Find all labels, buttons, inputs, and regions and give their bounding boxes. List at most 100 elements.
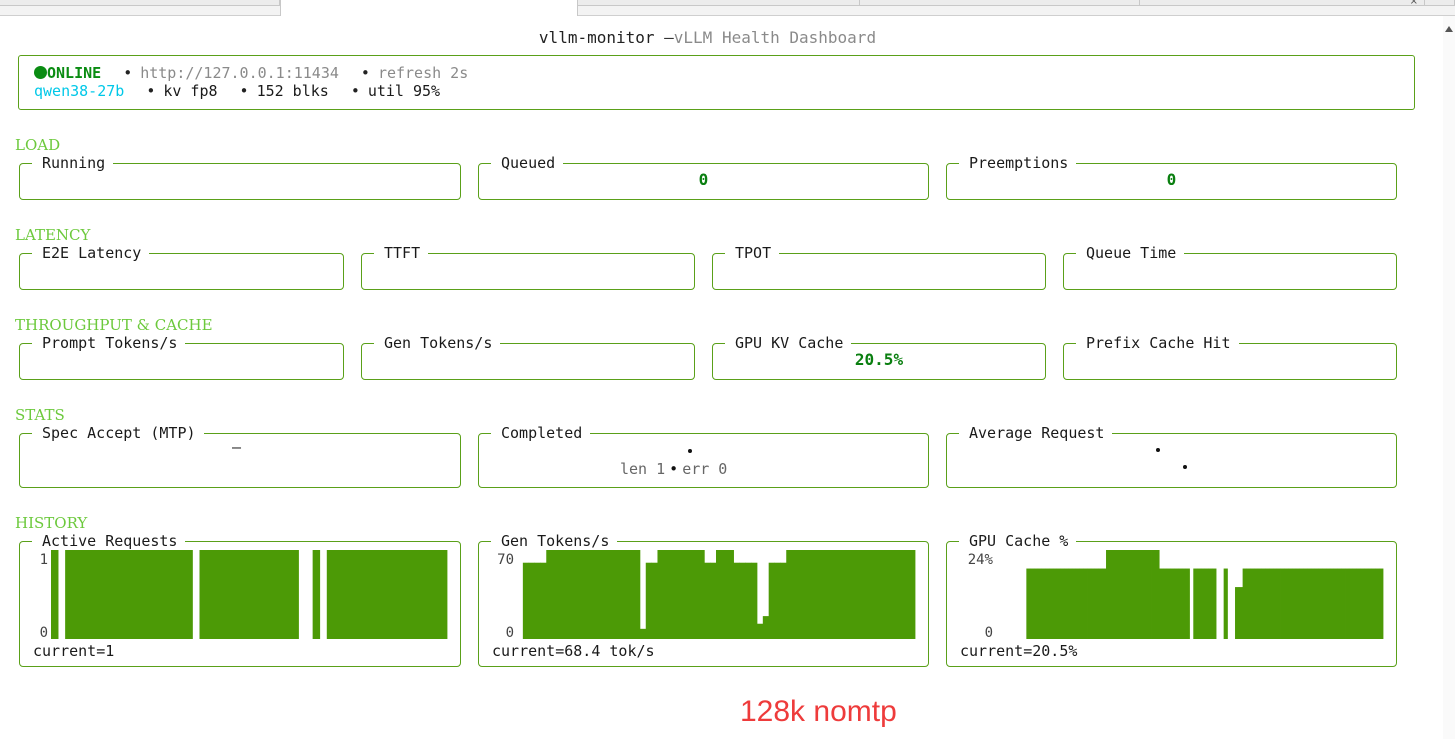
history-bar xyxy=(362,550,370,639)
dot-icon xyxy=(1156,448,1160,452)
history-bar xyxy=(185,550,193,639)
history-bar xyxy=(874,550,881,639)
history-bar xyxy=(404,550,413,639)
history-bar xyxy=(540,562,547,639)
y-tick-max: 70 xyxy=(497,552,514,568)
history-bar xyxy=(610,550,617,639)
y-tick-min: 0 xyxy=(40,625,48,641)
history-bar xyxy=(263,550,271,639)
history-bar xyxy=(1303,568,1308,639)
panel-title: Prompt Tokens/s xyxy=(32,333,186,353)
history-bar xyxy=(657,550,664,639)
history-bar xyxy=(1341,568,1346,639)
history-bar xyxy=(1345,568,1350,639)
history-bar xyxy=(1356,568,1361,639)
history-bar xyxy=(692,550,699,639)
history-bar xyxy=(142,550,151,639)
panel-prefix-cache-hit: Prefix Cache Hit xyxy=(1063,333,1397,380)
history-bar xyxy=(762,616,770,639)
history-bar xyxy=(1079,568,1084,639)
history-bar xyxy=(1193,568,1198,639)
dot-icon xyxy=(1183,465,1187,469)
history-bar xyxy=(1033,568,1039,639)
history-bar xyxy=(862,550,869,639)
panel-title: GPU KV Cache xyxy=(725,333,852,353)
history-bar xyxy=(546,550,553,639)
history-bar xyxy=(1071,568,1077,639)
history-bar xyxy=(1155,550,1160,639)
history-bar xyxy=(1083,568,1088,639)
history-bar xyxy=(369,550,377,639)
panel-average-request: Average Request xyxy=(946,423,1397,488)
model-name: qwen38-27b xyxy=(34,82,125,100)
history-bar xyxy=(727,550,734,639)
history-bar xyxy=(645,562,653,639)
panel-spec-accept: Spec Accept (MTP) — xyxy=(19,423,461,488)
history-bar xyxy=(1208,568,1213,639)
history-bar xyxy=(1041,568,1046,639)
history-bar xyxy=(1162,568,1168,639)
history-bar xyxy=(745,562,752,639)
completed-err: err 0 xyxy=(682,460,728,478)
browser-tab[interactable] xyxy=(0,0,280,6)
status-line-1: ONLINE•http://127.0.0.1:11434•refresh 2s xyxy=(34,64,1414,82)
bullet: • xyxy=(239,82,249,100)
server-url: http://127.0.0.1:11434 xyxy=(140,64,339,82)
history-bar xyxy=(1151,550,1156,639)
history-bar xyxy=(333,550,342,639)
history-bar xyxy=(411,550,420,639)
panel-title: TPOT xyxy=(725,243,780,263)
scroll-up-icon[interactable] xyxy=(1445,26,1453,32)
annotation-note: 128k nomtp xyxy=(740,695,897,728)
online-dot-icon xyxy=(34,66,47,79)
history-bar xyxy=(1094,568,1099,639)
bullet: • xyxy=(360,64,370,82)
history-bar xyxy=(1238,587,1244,639)
history-bar xyxy=(803,550,811,639)
kv-dtype: kv fp8 xyxy=(163,82,218,100)
history-bar xyxy=(1288,568,1293,639)
history-bar xyxy=(150,550,158,639)
history-bar xyxy=(1166,568,1171,639)
history-bar xyxy=(1337,568,1342,639)
browser-tab-active[interactable] xyxy=(280,0,578,16)
status-badge: ONLINE xyxy=(47,64,102,82)
history-bar xyxy=(897,550,904,639)
history-bar xyxy=(1113,550,1118,639)
history-bar xyxy=(93,550,101,639)
history-bar xyxy=(1026,568,1031,639)
history-bar xyxy=(733,562,740,639)
history-bar xyxy=(213,550,222,639)
history-current: current=20.5% xyxy=(960,642,1078,660)
history-bar xyxy=(1307,568,1312,639)
history-bar xyxy=(739,562,746,639)
panel-ttft: TTFT xyxy=(361,243,695,290)
history-bar xyxy=(792,550,799,639)
history-bar xyxy=(1128,550,1133,639)
browser-tab[interactable]: × xyxy=(1140,0,1425,7)
browser-tab[interactable] xyxy=(860,0,1140,6)
close-icon[interactable]: × xyxy=(1409,0,1418,7)
history-bar xyxy=(1125,550,1130,639)
history-bar xyxy=(1371,568,1376,639)
history-bar xyxy=(639,628,647,639)
scrollbar[interactable] xyxy=(1443,16,1455,739)
browser-tab[interactable] xyxy=(578,0,860,6)
panel-title: Queue Time xyxy=(1076,243,1185,263)
panel-title: Gen Tokens/s xyxy=(374,333,501,353)
history-bar xyxy=(1109,550,1115,639)
history-bar xyxy=(1326,568,1331,639)
browser-tab[interactable] xyxy=(1425,0,1455,6)
history-bar xyxy=(1068,568,1073,639)
history-bar xyxy=(348,550,356,639)
history-bar xyxy=(135,550,144,639)
history-bar xyxy=(827,550,834,639)
panel-title: Spec Accept (MTP) xyxy=(32,423,204,443)
bullet: • xyxy=(146,82,156,100)
page-title: vllm-monitor —vLLM Health Dashboard xyxy=(0,28,1415,47)
history-bar xyxy=(100,550,108,639)
history-bar xyxy=(756,623,764,639)
history-bar xyxy=(1200,568,1206,639)
history-bar xyxy=(256,550,264,639)
